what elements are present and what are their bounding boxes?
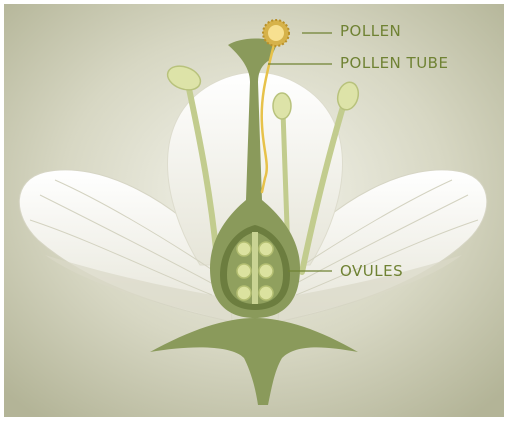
ovule (259, 264, 273, 278)
anther-mid (273, 93, 291, 119)
pollen-tube-label: POLLEN TUBE (340, 54, 448, 72)
ovule (237, 286, 251, 300)
pollen-label: POLLEN (340, 22, 401, 40)
pollen-grain (263, 20, 289, 46)
ovary-septum (252, 232, 258, 304)
ovule (259, 286, 273, 300)
ovule (237, 264, 251, 278)
ovules-label: OVULES (340, 262, 403, 280)
ovule (259, 242, 273, 256)
ovule (237, 242, 251, 256)
